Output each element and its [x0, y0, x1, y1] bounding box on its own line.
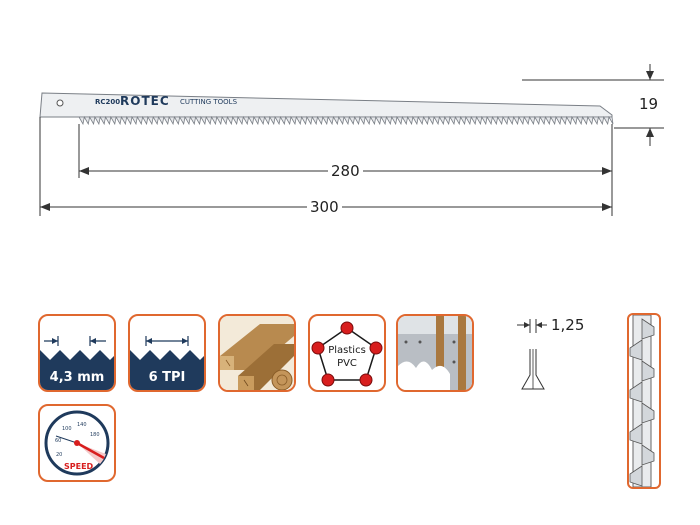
profile-tooth	[629, 339, 643, 361]
brand-subtitle: CUTTING TOOLS	[180, 98, 238, 106]
profile-tooth	[641, 318, 655, 340]
brand-logo: ROTEC	[120, 94, 170, 108]
profile-tooth	[629, 423, 643, 445]
tpi-icon: 6 TPI	[128, 314, 206, 392]
tpi-label: 6 TPI	[148, 370, 186, 385]
plastics-label: Plastics	[328, 345, 366, 356]
panel-icon	[396, 314, 474, 392]
mounting-hole	[56, 99, 64, 107]
profile-tooth	[641, 402, 655, 424]
speed-tick: 100	[62, 426, 72, 432]
tooth-pitch-icon: 4,3 mm	[38, 314, 116, 392]
thickness-label: 1,25	[548, 317, 588, 333]
pvc-label: PVC	[337, 358, 357, 369]
plastics-pvc-icon: Plastics PVC	[308, 314, 386, 392]
speed-icon: 20 60 100 140 180 SPEED	[38, 404, 116, 482]
blade-tooth-row	[78, 115, 614, 126]
tooth-length-label: 280	[328, 163, 363, 179]
blade-body	[39, 92, 613, 118]
speed-tick: 60	[55, 438, 61, 444]
blade-drawing	[39, 64, 664, 216]
blade-teeth	[78, 115, 614, 126]
tooth-profile-icon	[627, 313, 661, 489]
tooth-pitch-label: 4,3 mm	[49, 370, 105, 385]
profile-tooth	[629, 465, 643, 487]
profile-tooth	[641, 444, 655, 466]
total-length-label: 300	[307, 199, 342, 215]
profile-tooth	[641, 360, 655, 382]
speed-label: SPEED	[64, 462, 94, 471]
speed-tick: 140	[77, 422, 87, 428]
height-label: 19	[636, 96, 662, 112]
thickness-detail	[517, 319, 547, 390]
wood-icon	[218, 314, 296, 392]
speed-tick: 180	[90, 432, 100, 438]
speed-tick: 20	[56, 452, 62, 458]
profile-tooth	[629, 381, 643, 403]
blade-model-label: RC200	[95, 98, 121, 106]
